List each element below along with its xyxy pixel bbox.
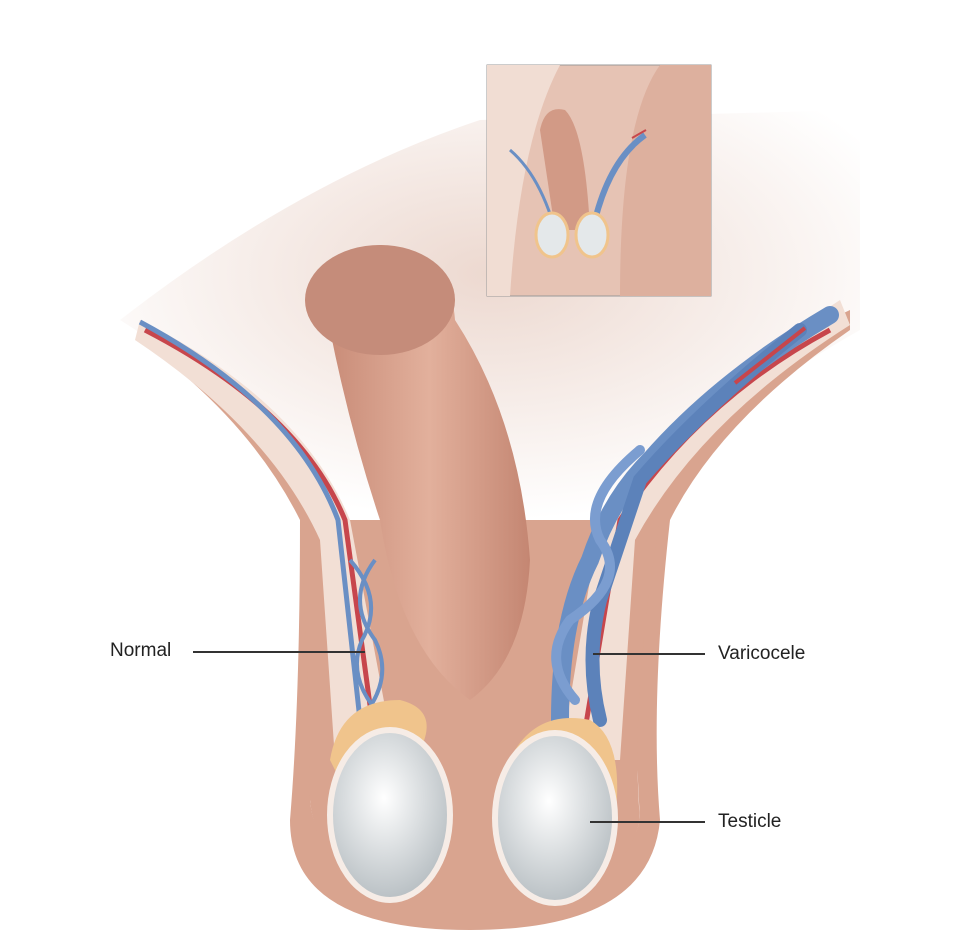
label-normal: Normal (110, 640, 172, 661)
normal-leader-line (193, 651, 365, 653)
testicle-leader-line (590, 821, 705, 823)
left-cord-sheath (135, 320, 395, 760)
penis (328, 245, 530, 700)
varicocele-leader-line (593, 653, 705, 655)
right-testicle (492, 730, 618, 906)
glans (305, 245, 455, 355)
normal-vein (138, 319, 363, 721)
label-varicocele: Varicocele (718, 643, 806, 664)
inset-overview (486, 64, 712, 297)
label-testicle: Testicle (718, 811, 782, 832)
left-testicle (327, 727, 453, 903)
normal-vein-2 (348, 558, 387, 722)
